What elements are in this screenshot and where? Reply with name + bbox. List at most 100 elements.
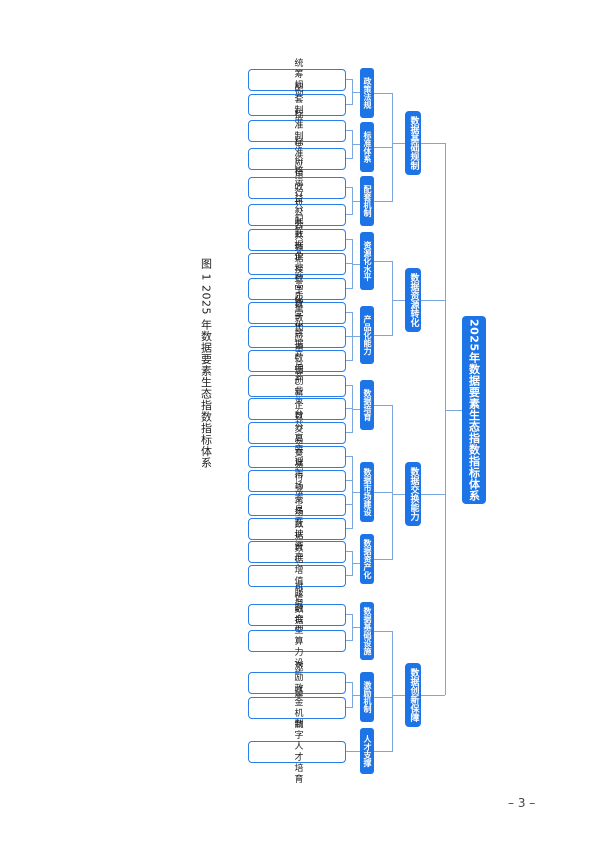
connector-line [374,492,392,493]
group-node-data-resource-conversion: 数据资源转化 [405,268,421,332]
connector-line [344,336,352,337]
connector-line [344,187,352,188]
connector-line [445,410,462,411]
connector-line [392,261,393,336]
sub-node-incentive-mechanism: 激励机制 [360,672,374,722]
connector-line [374,559,392,560]
leaf-node: 可信数据空间 [248,582,346,648]
leaf-node: 企数分离实践 [248,400,346,466]
connector-line [344,239,352,240]
sub-node-standard-system: 标准体系 [360,122,374,172]
page-number: – 3 – [508,796,536,810]
connector-line [392,695,405,696]
leaf-node: 统筹规划 [248,58,346,102]
connector-line [344,408,352,409]
connector-line [352,92,360,93]
figure-caption: 图 1 2025 年数据要素生态指数指标体系 [199,258,213,469]
leaf-node: 公共数据授权运营 [248,220,346,308]
connector-line [421,695,445,696]
sub-node-supporting-mechanism: 配套机制 [360,176,374,226]
connector-line [352,563,360,564]
leaf-node: 公共数据共享 [248,207,346,273]
connector-line [344,104,352,105]
connector-line [445,143,446,695]
connector-line [421,143,445,144]
connector-line [344,312,352,313]
sub-node-productization-capability: 产品化能力 [360,306,374,364]
leaf-node: 企业数字化转型 [248,251,346,328]
leaf-node: 收益分配机制 [248,182,346,248]
connector-line [374,261,392,262]
connector-line [344,682,352,683]
connector-line [352,492,360,493]
connector-line [374,697,392,698]
connector-line [352,695,360,696]
group-node-data-innovation-guarantee: 数据创新保障 [405,663,421,727]
root-node: 2025年数据要素生态指数指标体系 [462,316,486,504]
connector-line [344,480,352,481]
leaf-node: 数据产品开发 [248,328,346,394]
connector-line [344,504,352,505]
leaf-node: 行业交易平台 [248,472,346,538]
connector-line [352,264,360,265]
connector-line [352,751,360,752]
connector-line [352,144,360,145]
connector-line [344,575,352,576]
leaf-node: 高质量数据集 [248,280,346,346]
leaf-node: 创新平台载体 [248,376,346,442]
connector-line [344,158,352,159]
connector-line [421,300,445,301]
sub-node-data-cultivation: 数据培育 [360,380,374,430]
connector-line [392,631,393,752]
sub-node-resourcing-level: 资源化水平 [360,232,374,290]
connector-line [374,147,392,148]
sub-node-talent-support: 人才支撑 [360,728,374,774]
leaf-node: 数据资产入表 [248,519,346,585]
connector-line [344,751,352,752]
group-node-data-exchange-capability: 数据交换能力 [405,462,421,526]
connector-line [374,201,392,202]
connector-line [344,288,352,289]
connector-line [392,93,393,202]
connector-line [374,405,392,406]
connector-line [392,405,393,560]
connector-line [344,707,352,708]
leaf-node: 价格运行机制 [248,155,346,221]
connector-line [344,263,352,264]
leaf-node: 标准应用 [248,137,346,181]
connector-line [344,528,352,529]
connector-line [421,494,445,495]
leaf-node: 激励政策 [248,661,346,705]
connector-line [344,130,352,131]
connector-line [344,360,352,361]
sub-node-data-infrastructure: 数据基础设施 [360,602,374,660]
connector-line [374,335,392,336]
leaf-node: 数字人才培育 [248,719,346,785]
leaf-node: 标准制定 [248,109,346,153]
connector-line [344,640,352,641]
connector-line [344,614,352,615]
connector-line [352,201,360,202]
connector-line [344,385,352,386]
connector-line [392,494,405,495]
leaf-node: 数据产业集聚 [248,353,346,419]
connector-line [344,432,352,433]
connector-line [374,93,392,94]
leaf-node: 基金机制 [248,686,346,730]
root-node-label: 2025年数据要素生态指数指标体系 [467,318,481,502]
leaf-node: 交易市场模式 [248,448,346,514]
leaf-node: 交易管理制度 [248,424,346,490]
leaf-node: 数据增值服务 [248,543,346,609]
connector-line [374,631,392,632]
sub-node-data-assetization: 数据资产化 [360,534,374,584]
connector-line [392,300,405,301]
connector-line [352,336,360,337]
leaf-node: 融合型算力设施 [248,603,346,680]
connector-line [344,456,352,457]
connector-line [352,627,360,628]
connector-line [352,409,360,410]
connector-line [374,751,392,752]
leaf-node: 配套制度 [248,83,346,127]
leaf-node: 市场互认机制 [248,496,346,562]
